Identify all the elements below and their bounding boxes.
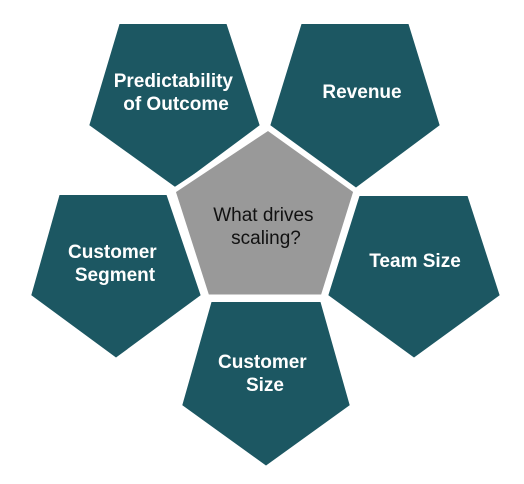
petal-shape [177,298,355,471]
petal-revenue: Revenue [265,20,445,193]
petal-team-size: Team Size [323,192,505,363]
center-node: What drives scaling? [170,124,359,300]
center-label: What drives scaling? [213,205,319,249]
petal-shape [323,192,505,363]
petal-label: Predictability of Outcome [114,71,239,115]
petal-customer-segment: Customer Segment [26,191,206,363]
petal-label: Customer Segment [68,242,162,286]
center-shape [170,124,359,300]
petal-label: Customer Size [218,352,312,396]
petal-label: Revenue [322,82,401,103]
petal-shape [265,20,445,193]
petal-label: Team Size [369,251,461,272]
petal-shape [26,191,206,363]
petal-customer-size: Customer Size [177,298,355,471]
